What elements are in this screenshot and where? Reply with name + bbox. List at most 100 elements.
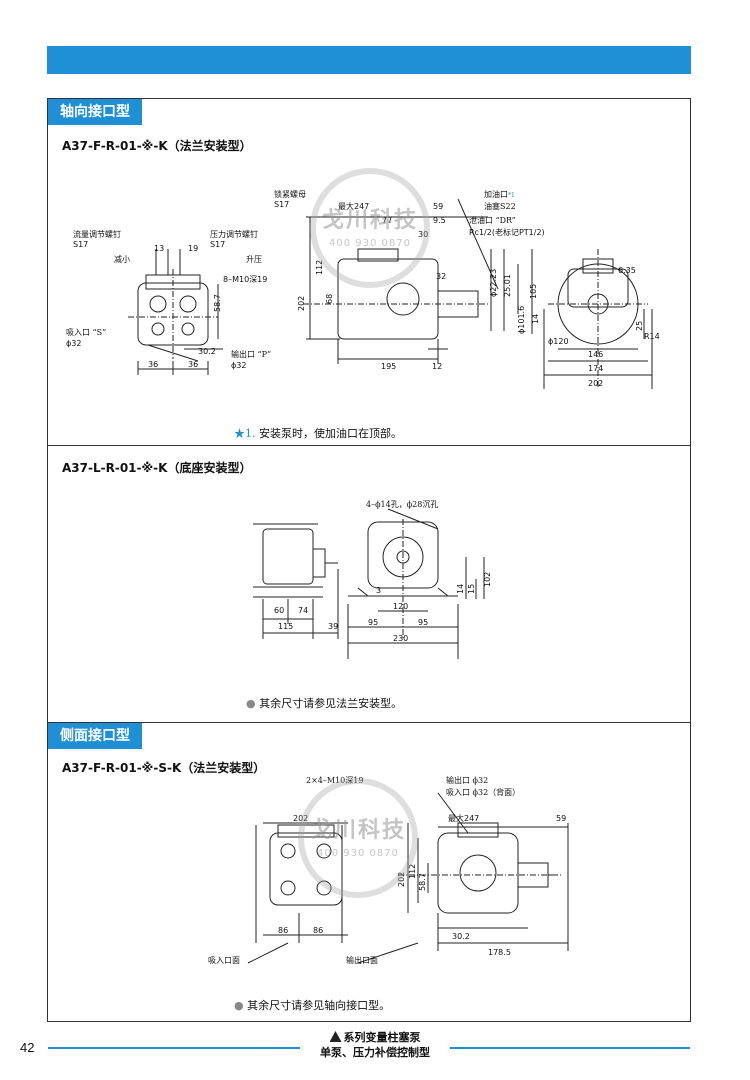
- footer-line1: 系列变量柱塞泵: [343, 1031, 421, 1044]
- dim-15: 15: [467, 584, 476, 594]
- axial-flange-drawing: 流量调节螺钉 S17 压力调节螺钉 S17 减小 升压 13 19 8–M10深…: [66, 189, 660, 389]
- dim-112-side: 112: [408, 864, 417, 879]
- dim-6-35: 6.35: [618, 266, 636, 275]
- dim-95-a: 95: [368, 618, 378, 627]
- section-tab-axial: 轴向接口型: [48, 99, 142, 125]
- dim-25-01: 25.01: [503, 274, 512, 297]
- label-max-side: 最大247: [448, 813, 479, 823]
- dim-202: 202: [297, 296, 306, 311]
- foot-mount-drawing: 4–ϕ14孔，ϕ28沉孔 60 74 115 39 3 120 95 95 23…: [253, 500, 492, 659]
- label-holes: 4–ϕ14孔，ϕ28沉孔: [366, 500, 438, 509]
- note-axial: ★1. 安装泵时，使加油口在顶部。: [234, 425, 402, 441]
- label-flow-screw: 流量调节螺钉: [73, 229, 121, 239]
- label-output-side: 输出口 ϕ32: [446, 775, 488, 785]
- label-fill-port-mark: *1: [508, 192, 515, 199]
- note-foot-text: 其余尺寸请参见法兰安装型。: [259, 697, 403, 710]
- dim-14: 14: [531, 314, 540, 324]
- dim-202-end: 202: [588, 379, 603, 388]
- brand-logo-icon: [329, 1031, 342, 1042]
- page-number: 42: [20, 1040, 35, 1055]
- label-fill-port: 加油口*1: [484, 189, 515, 199]
- note-side-text: 其余尺寸请参见轴向接口型。: [247, 999, 391, 1012]
- dim-36-a: 36: [148, 360, 158, 369]
- label-pressure-screw: 压力调节螺钉: [210, 229, 258, 239]
- dim-202-vertical: 202: [397, 872, 406, 887]
- dim-58-7-side: 58.7: [418, 873, 427, 891]
- dim-101-6: ϕ101.6: [517, 306, 526, 334]
- dim-19: 19: [188, 244, 198, 253]
- side-port-panel: 侧面接口型 A37-F-R-01-※-S-K（法兰安装型）: [47, 722, 691, 1022]
- dim-77: 77: [382, 216, 392, 225]
- dim-59-axial: 59: [433, 202, 443, 211]
- side-port-drawing: 2×4–M10深19 输出口 ϕ32 吸入口 ϕ32（背面） 202 最大247…: [208, 775, 569, 965]
- dim-R14: R14: [644, 332, 660, 341]
- label-drain-port: 泄油口 “DR”: [469, 215, 516, 225]
- footer-rule-right: [450, 1047, 690, 1049]
- label-drain-thread: Rc1/2(老标记PT1/2): [469, 227, 545, 237]
- dim-36-b: 36: [188, 360, 198, 369]
- label-suction: 吸入口 “S”: [66, 328, 106, 337]
- dim-30-2: 30.2: [198, 347, 216, 356]
- dim-86-a: 86: [278, 926, 288, 935]
- label-suction-face: 吸入口面: [208, 956, 240, 965]
- footer-rule-left: [48, 1047, 300, 1049]
- dim-3: 3: [376, 586, 381, 595]
- label-pressure-screw-size: S17: [210, 240, 225, 249]
- dim-32: 32: [436, 272, 446, 281]
- dim-202-side: 202: [293, 814, 308, 823]
- dim-phi-120: ϕ120: [548, 337, 569, 346]
- dim-12: 12: [432, 362, 442, 371]
- dim-178-5: 178.5: [488, 948, 511, 957]
- model-foot-mount: A37-L-R-01-※-K（底座安装型）: [62, 461, 252, 475]
- dim-39: 39: [328, 622, 338, 631]
- dim-86-b: 86: [313, 926, 323, 935]
- dim-68: 68: [325, 294, 334, 304]
- dim-60: 60: [274, 606, 284, 615]
- dim-22-23: ϕ22.23: [489, 269, 498, 297]
- label-bolt: 8–M10深19: [223, 275, 267, 284]
- footer-line2: 单泵、压力补偿控制型: [320, 1046, 430, 1059]
- dim-14-foot: 14: [456, 584, 465, 594]
- dim-30-2-side: 30.2: [452, 932, 470, 941]
- footer-title: 系列变量柱塞泵 单泵、压力补偿控制型: [300, 1030, 450, 1060]
- model-flange-side: A37-F-R-01-※-S-K（法兰安装型）: [62, 761, 266, 775]
- dim-59-side: 59: [556, 814, 566, 823]
- label-bolt-side: 2×4–M10深19: [306, 776, 363, 785]
- dim-25: 25: [635, 321, 644, 331]
- label-max-axial: 最大247: [338, 201, 369, 211]
- dim-13: 13: [154, 244, 164, 253]
- label-output: 输出口 “P”: [231, 349, 271, 359]
- bullet-icon: ●: [234, 999, 244, 1012]
- section-tab-side: 侧面接口型: [48, 723, 142, 749]
- label-suction-dia: ϕ32: [66, 339, 81, 348]
- star-mark: ★1.: [234, 427, 256, 440]
- dim-230: 230: [393, 634, 408, 643]
- label-decrease: 减小: [114, 254, 130, 264]
- note-axial-text: 安装泵时，使加油口在顶部。: [259, 427, 402, 440]
- header-band: [47, 46, 691, 74]
- dim-102: 102: [483, 572, 492, 587]
- label-output-dia: ϕ32: [231, 361, 246, 370]
- dim-195: 195: [381, 362, 396, 371]
- dim-30: 30: [418, 230, 428, 239]
- dim-95-b: 95: [418, 618, 428, 627]
- model-flange-axial: A37-F-R-01-※-K（法兰安装型）: [62, 139, 252, 153]
- dim-112: 112: [315, 260, 324, 275]
- label-fill-port-text: 加油口: [484, 189, 508, 199]
- label-output-face: 输出口面: [346, 955, 378, 965]
- label-flow-screw-size: S17: [73, 240, 88, 249]
- note-foot: ● 其余尺寸请参见法兰安装型。: [246, 695, 402, 711]
- dim-74: 74: [298, 606, 308, 615]
- label-increase: 升压: [246, 255, 262, 264]
- dim-105: 105: [529, 284, 538, 299]
- label-lock-nut-size: S17: [274, 200, 289, 209]
- dim-120-foot: 120: [393, 602, 408, 611]
- dim-58-7: 58.7: [213, 294, 222, 312]
- label-lock-nut: 锁紧螺母: [274, 189, 306, 199]
- label-suction-side: 吸入口 ϕ32（背面）: [446, 787, 520, 797]
- divider-foot: [48, 445, 690, 446]
- dim-9-5: 9.5: [433, 216, 446, 225]
- label-fill-plug: 油塞S22: [484, 201, 516, 211]
- note-side: ● 其余尺寸请参见轴向接口型。: [234, 997, 390, 1013]
- dim-146: 146: [588, 350, 603, 359]
